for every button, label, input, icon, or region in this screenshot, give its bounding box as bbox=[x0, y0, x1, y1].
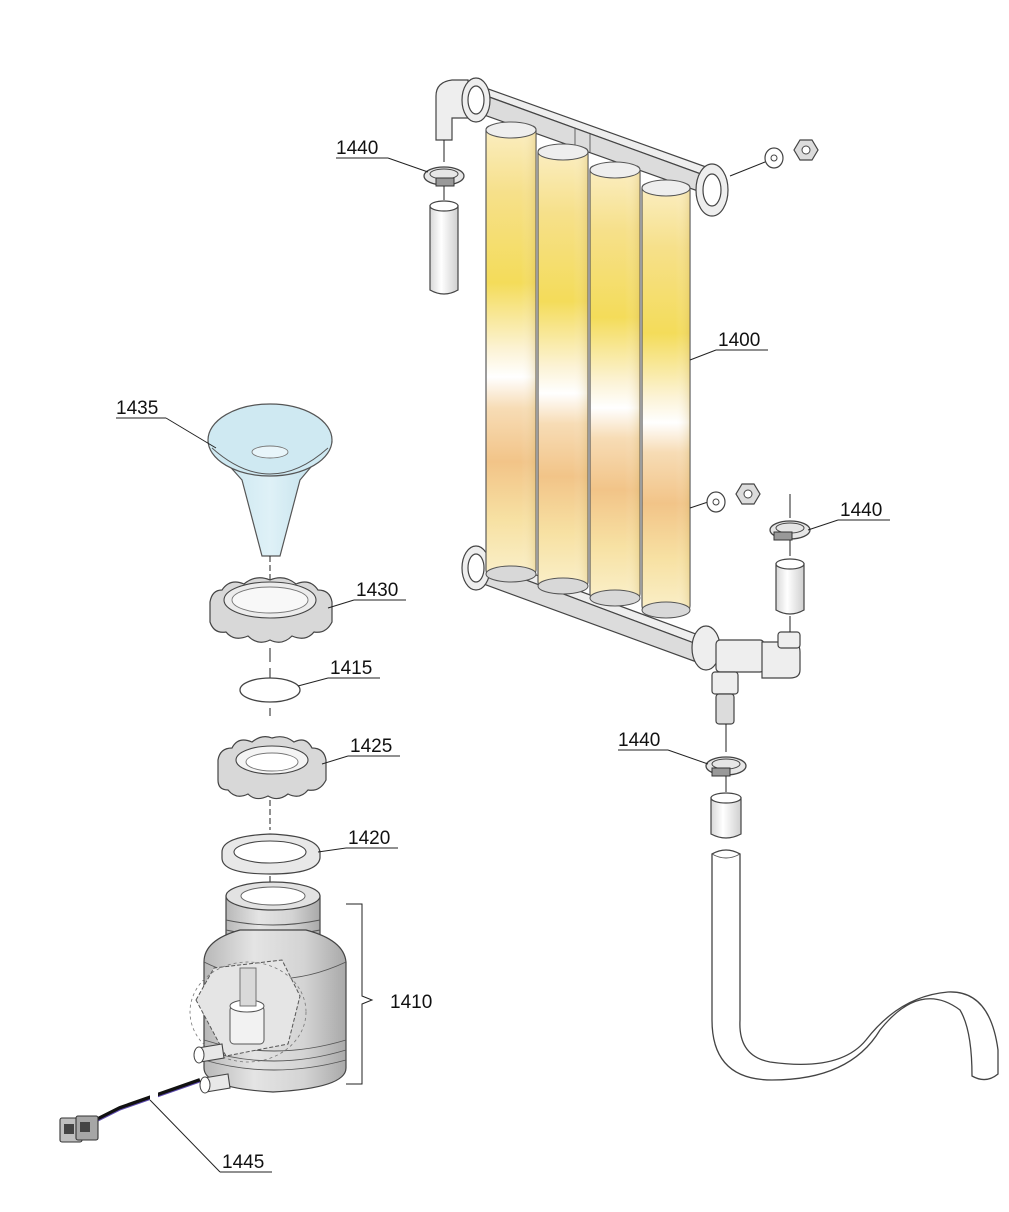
hose-piece-top bbox=[429, 205, 459, 295]
callout-1400: 1400 bbox=[718, 330, 760, 351]
tank bbox=[189, 881, 374, 1094]
drain-hose bbox=[711, 849, 999, 1081]
top-left-elbow bbox=[435, 79, 469, 141]
cap bbox=[209, 577, 333, 643]
funnel bbox=[207, 403, 333, 557]
power-cable bbox=[59, 1078, 201, 1143]
tee-outlet bbox=[711, 671, 739, 695]
nut-ring bbox=[217, 736, 327, 800]
flat-gasket bbox=[221, 833, 321, 875]
right-hose-set bbox=[769, 494, 811, 632]
leader-lines bbox=[116, 157, 890, 1173]
o-ring bbox=[239, 677, 301, 703]
callout-1415: 1415 bbox=[330, 658, 372, 679]
bottom-tee bbox=[715, 639, 765, 673]
uv-tube-3 bbox=[589, 161, 641, 607]
callout-1440-lower: 1440 bbox=[618, 730, 660, 751]
connector-plug bbox=[59, 1115, 99, 1143]
callout-1435: 1435 bbox=[116, 398, 158, 419]
callout-1440-right: 1440 bbox=[840, 500, 882, 521]
top-left-hose-set bbox=[423, 140, 465, 295]
callout-1430: 1430 bbox=[356, 580, 398, 601]
hose-piece-lower bbox=[710, 797, 742, 839]
uv-tube-1 bbox=[485, 121, 537, 583]
uv-filter-assembly bbox=[435, 77, 819, 725]
callout-1445: 1445 bbox=[222, 1152, 264, 1173]
callout-labels: 1440 1400 1435 1430 1415 1425 1420 1410 … bbox=[116, 138, 882, 1173]
callout-1425: 1425 bbox=[350, 736, 392, 757]
uv-tube-2 bbox=[537, 143, 589, 595]
callout-1410: 1410 bbox=[390, 992, 432, 1013]
tank-bracket bbox=[346, 903, 374, 1085]
uv-tubes bbox=[485, 121, 691, 619]
callout-1440-top: 1440 bbox=[336, 138, 378, 159]
lower-hose-set bbox=[705, 724, 999, 1081]
uv-tube-4 bbox=[641, 179, 691, 619]
hose-piece-right bbox=[775, 563, 805, 615]
callout-1420: 1420 bbox=[348, 828, 390, 849]
